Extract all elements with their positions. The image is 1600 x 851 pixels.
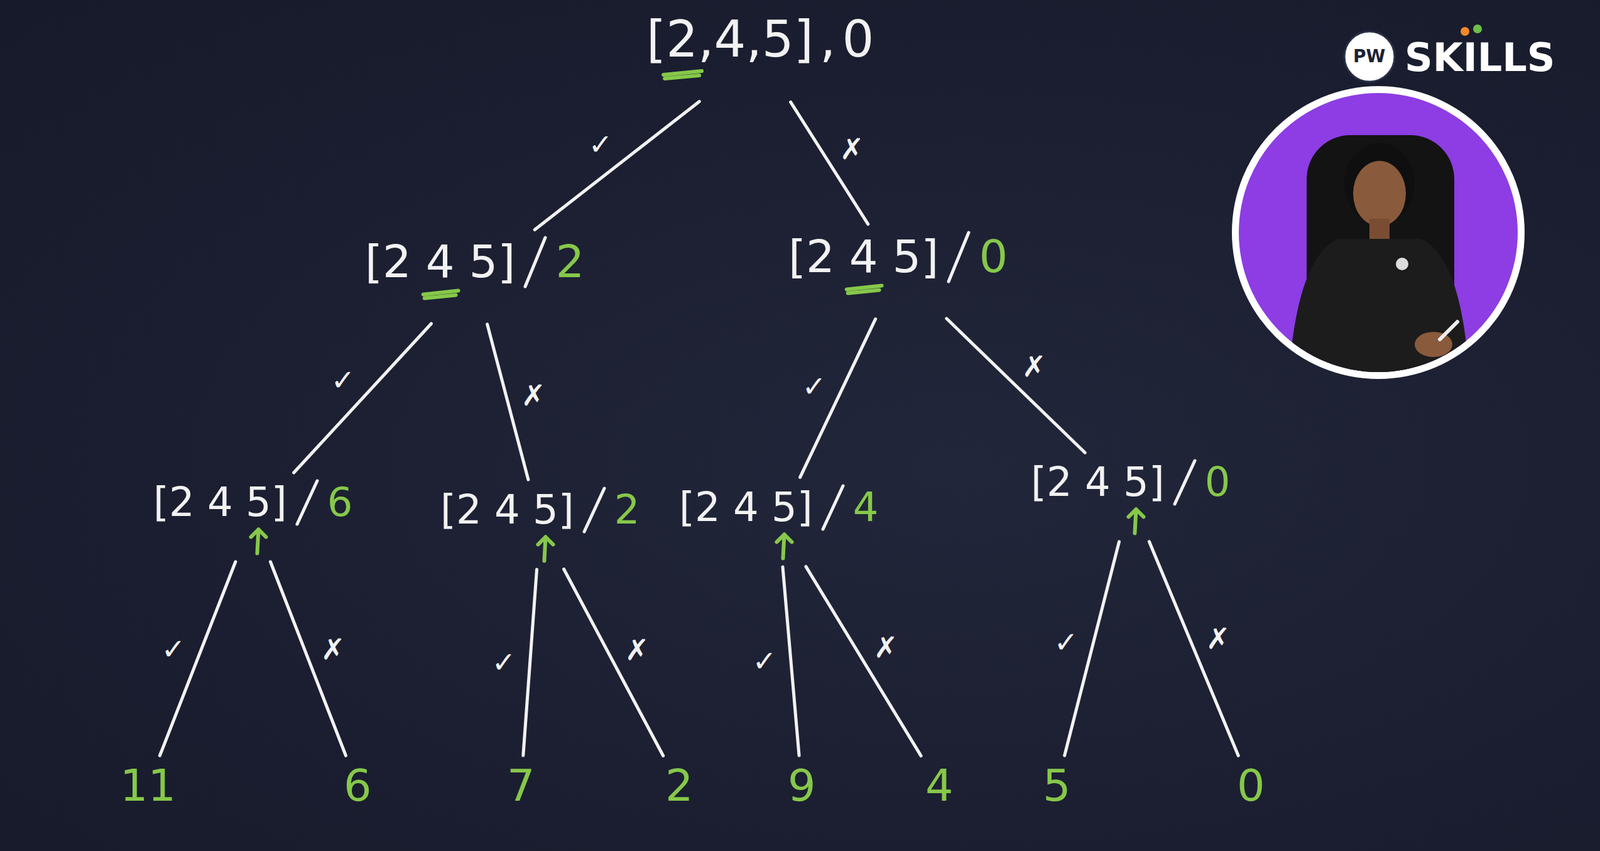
branch-choice-mark: ✗ — [321, 634, 346, 664]
state-node: [2 4 5] 4 — [670, 479, 888, 565]
array-text: [2 4 5] — [153, 479, 288, 524]
tree-branch — [564, 569, 664, 756]
leaf-sum: 5 — [1034, 757, 1080, 814]
sum-value: 2 — [555, 236, 585, 287]
tree-branch — [270, 561, 346, 756]
logo-dot — [1473, 24, 1482, 34]
slash-divider — [944, 229, 973, 284]
slash-divider — [1174, 460, 1195, 504]
tree-branch — [805, 565, 921, 756]
separator: , — [819, 11, 836, 68]
branch-choice-mark: ✓ — [1054, 627, 1079, 657]
slash-divider — [580, 485, 609, 534]
tree-branch — [159, 561, 236, 756]
index-pointer — [537, 536, 553, 561]
branch-choice-mark: ✗ — [521, 380, 546, 410]
leaf-sum: 11 — [111, 757, 185, 814]
sum-value: 5 — [1042, 761, 1072, 810]
sum-value: 9 — [787, 761, 817, 810]
index-underline — [423, 290, 459, 298]
array-text: [2 4 5] — [440, 487, 575, 532]
sum-value: 7 — [506, 761, 536, 810]
array-text: [2 4 5] — [1030, 459, 1165, 504]
tree-branch — [523, 569, 538, 756]
state-node: [2 4 5] 2 — [431, 481, 649, 567]
branch-choice-mark: ✓ — [161, 634, 186, 664]
branch-choice-mark: ✓ — [331, 365, 356, 395]
tree-branch — [293, 323, 432, 473]
branch-choice-mark: ✗ — [839, 134, 865, 164]
array-text: [2 4 5] — [364, 236, 516, 287]
sum-value: 2 — [665, 761, 694, 810]
leaf-sum: 4 — [916, 757, 963, 814]
branch-choice-mark: ✗ — [1206, 623, 1231, 653]
tree-branch — [790, 101, 869, 224]
index-pointer — [250, 528, 266, 553]
state-node: [2 4 5] 2 — [356, 231, 594, 322]
array-text: [2,4,5] — [646, 11, 814, 68]
tree-branch — [534, 101, 700, 230]
leaf-sum: 2 — [656, 757, 703, 814]
branch-choice-mark: ✗ — [873, 632, 899, 662]
tree-branch — [1148, 541, 1239, 756]
index-underline — [846, 285, 882, 293]
sum-value: 0 — [978, 231, 1008, 282]
leaf-sum: 0 — [1228, 757, 1274, 814]
slash-divider — [948, 232, 969, 282]
slash-divider — [819, 483, 847, 532]
slash-divider — [521, 234, 550, 289]
tree-branch — [782, 566, 800, 756]
index-underline — [663, 70, 702, 79]
leaf-sum: 9 — [778, 757, 825, 814]
logo-dot — [1460, 27, 1470, 36]
sum-value: 11 — [119, 761, 176, 810]
slash-divider — [293, 478, 322, 527]
array-text: [2 4 5] — [679, 484, 813, 529]
branch-choice-mark: ✓ — [491, 647, 517, 677]
sum-value: 6 — [327, 479, 354, 524]
state-node: [2 4 5] 6 — [144, 474, 362, 560]
branch-choice-mark: ✓ — [752, 646, 778, 676]
sum-value: 0 — [1204, 459, 1231, 504]
branch-choice-mark: ✗ — [625, 635, 650, 664]
tree-branch — [800, 319, 876, 478]
branch-choice-mark: ✓ — [588, 130, 614, 159]
state-node: [2 4 5] 0 — [1022, 454, 1240, 539]
sum-value: 6 — [343, 761, 372, 810]
sum-value: 0 — [841, 11, 874, 68]
sum-value: 4 — [925, 761, 954, 810]
slash-divider — [525, 237, 546, 287]
slash-divider — [584, 488, 605, 532]
tree-branch — [946, 318, 1085, 453]
array-text: [2 4 5] — [788, 231, 939, 282]
slash-divider — [1170, 457, 1199, 507]
branch-choice-mark: ✗ — [1022, 351, 1047, 381]
presenter-webcam — [1231, 86, 1525, 399]
state-node: [2 4 5] 0 — [779, 226, 1017, 317]
state-node: [2,4,5],0 — [637, 8, 883, 100]
sum-value: 0 — [1236, 761, 1266, 810]
branch-choice-mark: ✓ — [802, 371, 827, 401]
brand-name: SKILLS — [1404, 38, 1555, 78]
leaf-sum: 6 — [334, 757, 381, 814]
sum-value: 4 — [853, 484, 879, 529]
sum-value: 2 — [614, 487, 641, 532]
index-pointer — [776, 533, 792, 558]
logo-badge — [1344, 31, 1395, 82]
slash-divider — [297, 480, 318, 524]
leaf-sum: 7 — [498, 757, 545, 814]
slash-divider — [822, 485, 844, 529]
logo-mark: PW — [1353, 47, 1386, 66]
index-pointer — [1128, 508, 1144, 533]
